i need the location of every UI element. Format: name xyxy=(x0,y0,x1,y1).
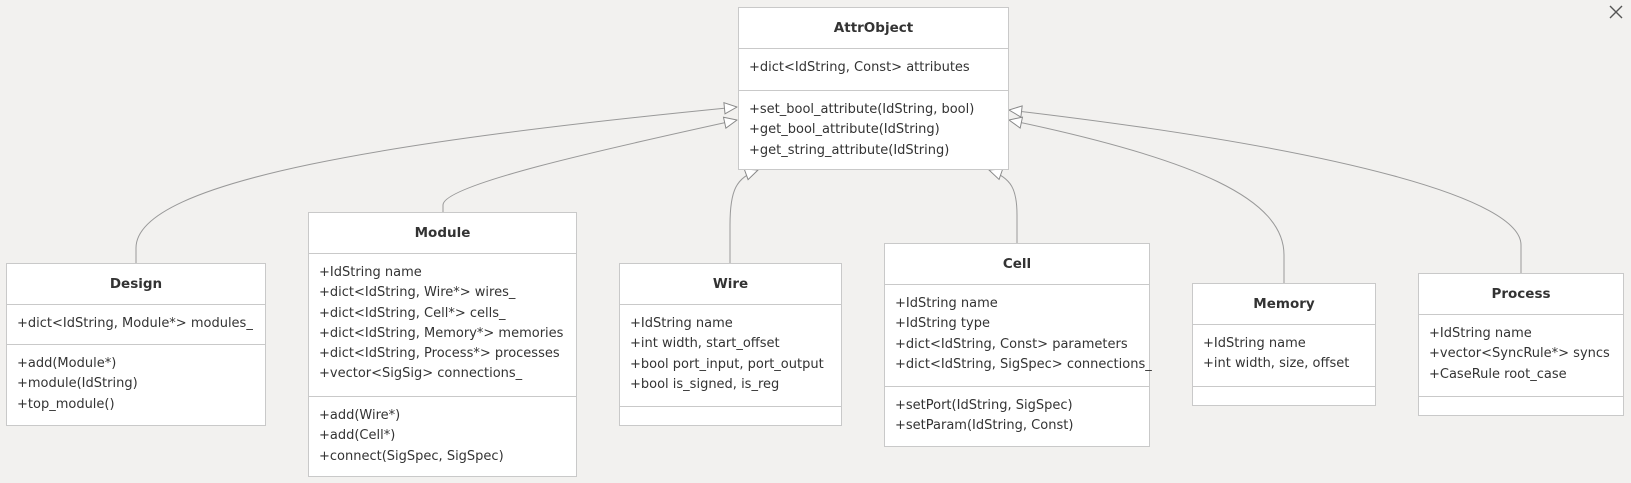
method: +set_bool_attribute(IdString, bool) xyxy=(749,102,975,117)
class-name: Memory xyxy=(1193,284,1375,325)
edge-memory-attrobject xyxy=(1009,120,1285,283)
method: +module(IdString) xyxy=(17,376,138,392)
method: +add(Cell*) xyxy=(319,428,396,444)
edge-cell-attrobject xyxy=(989,170,1018,243)
attributes-section: +dict<IdString, Module*> modules_ xyxy=(7,305,265,345)
attribute: +int width, size, offset xyxy=(1203,356,1350,372)
attributes-section: +IdString name +int width, start_offset … xyxy=(620,305,841,407)
edge-wire-attrobject xyxy=(729,170,758,263)
class-design[interactable]: Design +dict<IdString, Module*> modules_… xyxy=(6,263,266,426)
attribute: +dict<IdString, Const> attributes xyxy=(749,60,970,75)
method: +connect(SigSpec, SigSpec) xyxy=(319,448,504,464)
attribute: +IdString name xyxy=(1203,336,1306,351)
close-icon xyxy=(1609,5,1623,19)
edge-process-attrobject xyxy=(1009,110,1522,273)
attribute: +bool port_input, port_output xyxy=(630,356,824,372)
class-module[interactable]: Module +IdString name +dict<IdString, Wi… xyxy=(308,212,577,477)
method: +setPort(IdString, SigSpec) xyxy=(895,398,1073,413)
method: +top_module() xyxy=(17,396,115,412)
class-name: Design xyxy=(7,264,265,305)
attribute: +dict<IdString, Wire*> wires_ xyxy=(319,285,516,301)
attribute: +dict<IdString, Cell*> cells_ xyxy=(319,305,506,321)
class-attrobject[interactable]: AttrObject +dict<IdString, Const> attrib… xyxy=(738,7,1009,170)
attribute: +int width, start_offset xyxy=(630,336,780,352)
method: +get_string_attribute(IdString) xyxy=(749,142,950,158)
class-name: Wire xyxy=(620,264,841,305)
methods-section: +add(Module*) +module(IdString) +top_mod… xyxy=(7,345,265,425)
attributes-section: +IdString name +IdString type +dict<IdSt… xyxy=(885,285,1152,387)
class-name: Cell xyxy=(885,244,1149,285)
attribute: +IdString name xyxy=(630,316,733,331)
class-process[interactable]: Process +IdString name +vector<SyncRule*… xyxy=(1418,273,1624,416)
methods-section: +add(Wire*) +add(Cell*) +connect(SigSpec… xyxy=(309,397,576,476)
method: +add(Module*) xyxy=(17,356,117,371)
attribute: +IdString name xyxy=(1429,326,1532,341)
methods-section: +set_bool_attribute(IdString, bool) +get… xyxy=(739,91,1008,169)
methods-section xyxy=(1193,387,1375,405)
attribute: +bool is_signed, is_reg xyxy=(630,376,780,392)
attribute: +IdString name xyxy=(895,296,998,311)
attribute: +CaseRule root_case xyxy=(1429,366,1567,382)
attribute: +dict<IdString, SigSpec> connections_ xyxy=(895,356,1152,372)
attribute: +dict<IdString, Module*> modules_ xyxy=(17,316,253,331)
class-name: Module xyxy=(309,213,576,254)
close-button[interactable] xyxy=(1606,2,1626,22)
attributes-section: +IdString name +dict<IdString, Wire*> wi… xyxy=(309,254,576,397)
attribute: +dict<IdString, Const> parameters xyxy=(895,336,1128,352)
methods-section xyxy=(1419,397,1623,415)
methods-section: +setPort(IdString, SigSpec) +setParam(Id… xyxy=(885,387,1149,446)
class-name: Process xyxy=(1419,274,1623,315)
class-name: AttrObject xyxy=(739,8,1008,49)
attributes-section: +dict<IdString, Const> attributes xyxy=(739,49,1008,91)
method: +setParam(IdString, Const) xyxy=(895,418,1074,434)
attribute: +vector<SyncRule*> syncs xyxy=(1429,346,1610,362)
attribute: +vector<SigSig> connections_ xyxy=(319,366,523,382)
class-cell[interactable]: Cell +IdString name +IdString type +dict… xyxy=(884,243,1152,447)
method: +add(Wire*) xyxy=(319,408,401,423)
attributes-section: +IdString name +vector<SyncRule*> syncs … xyxy=(1419,315,1623,397)
attribute: +dict<IdString, Process*> processes xyxy=(319,346,560,362)
methods-section xyxy=(620,407,841,425)
class-memory[interactable]: Memory +IdString name +int width, size, … xyxy=(1192,283,1376,406)
attributes-section: +IdString name +int width, size, offset xyxy=(1193,325,1375,387)
method: +get_bool_attribute(IdString) xyxy=(749,122,940,138)
attribute: +IdString name xyxy=(319,265,422,280)
class-wire[interactable]: Wire +IdString name +int width, start_of… xyxy=(619,263,842,426)
edge-design-attrobject xyxy=(135,107,737,263)
edge-module-attrobject xyxy=(442,120,737,212)
attribute: +dict<IdString, Memory*> memories xyxy=(319,325,564,341)
attribute: +IdString type xyxy=(895,316,990,332)
